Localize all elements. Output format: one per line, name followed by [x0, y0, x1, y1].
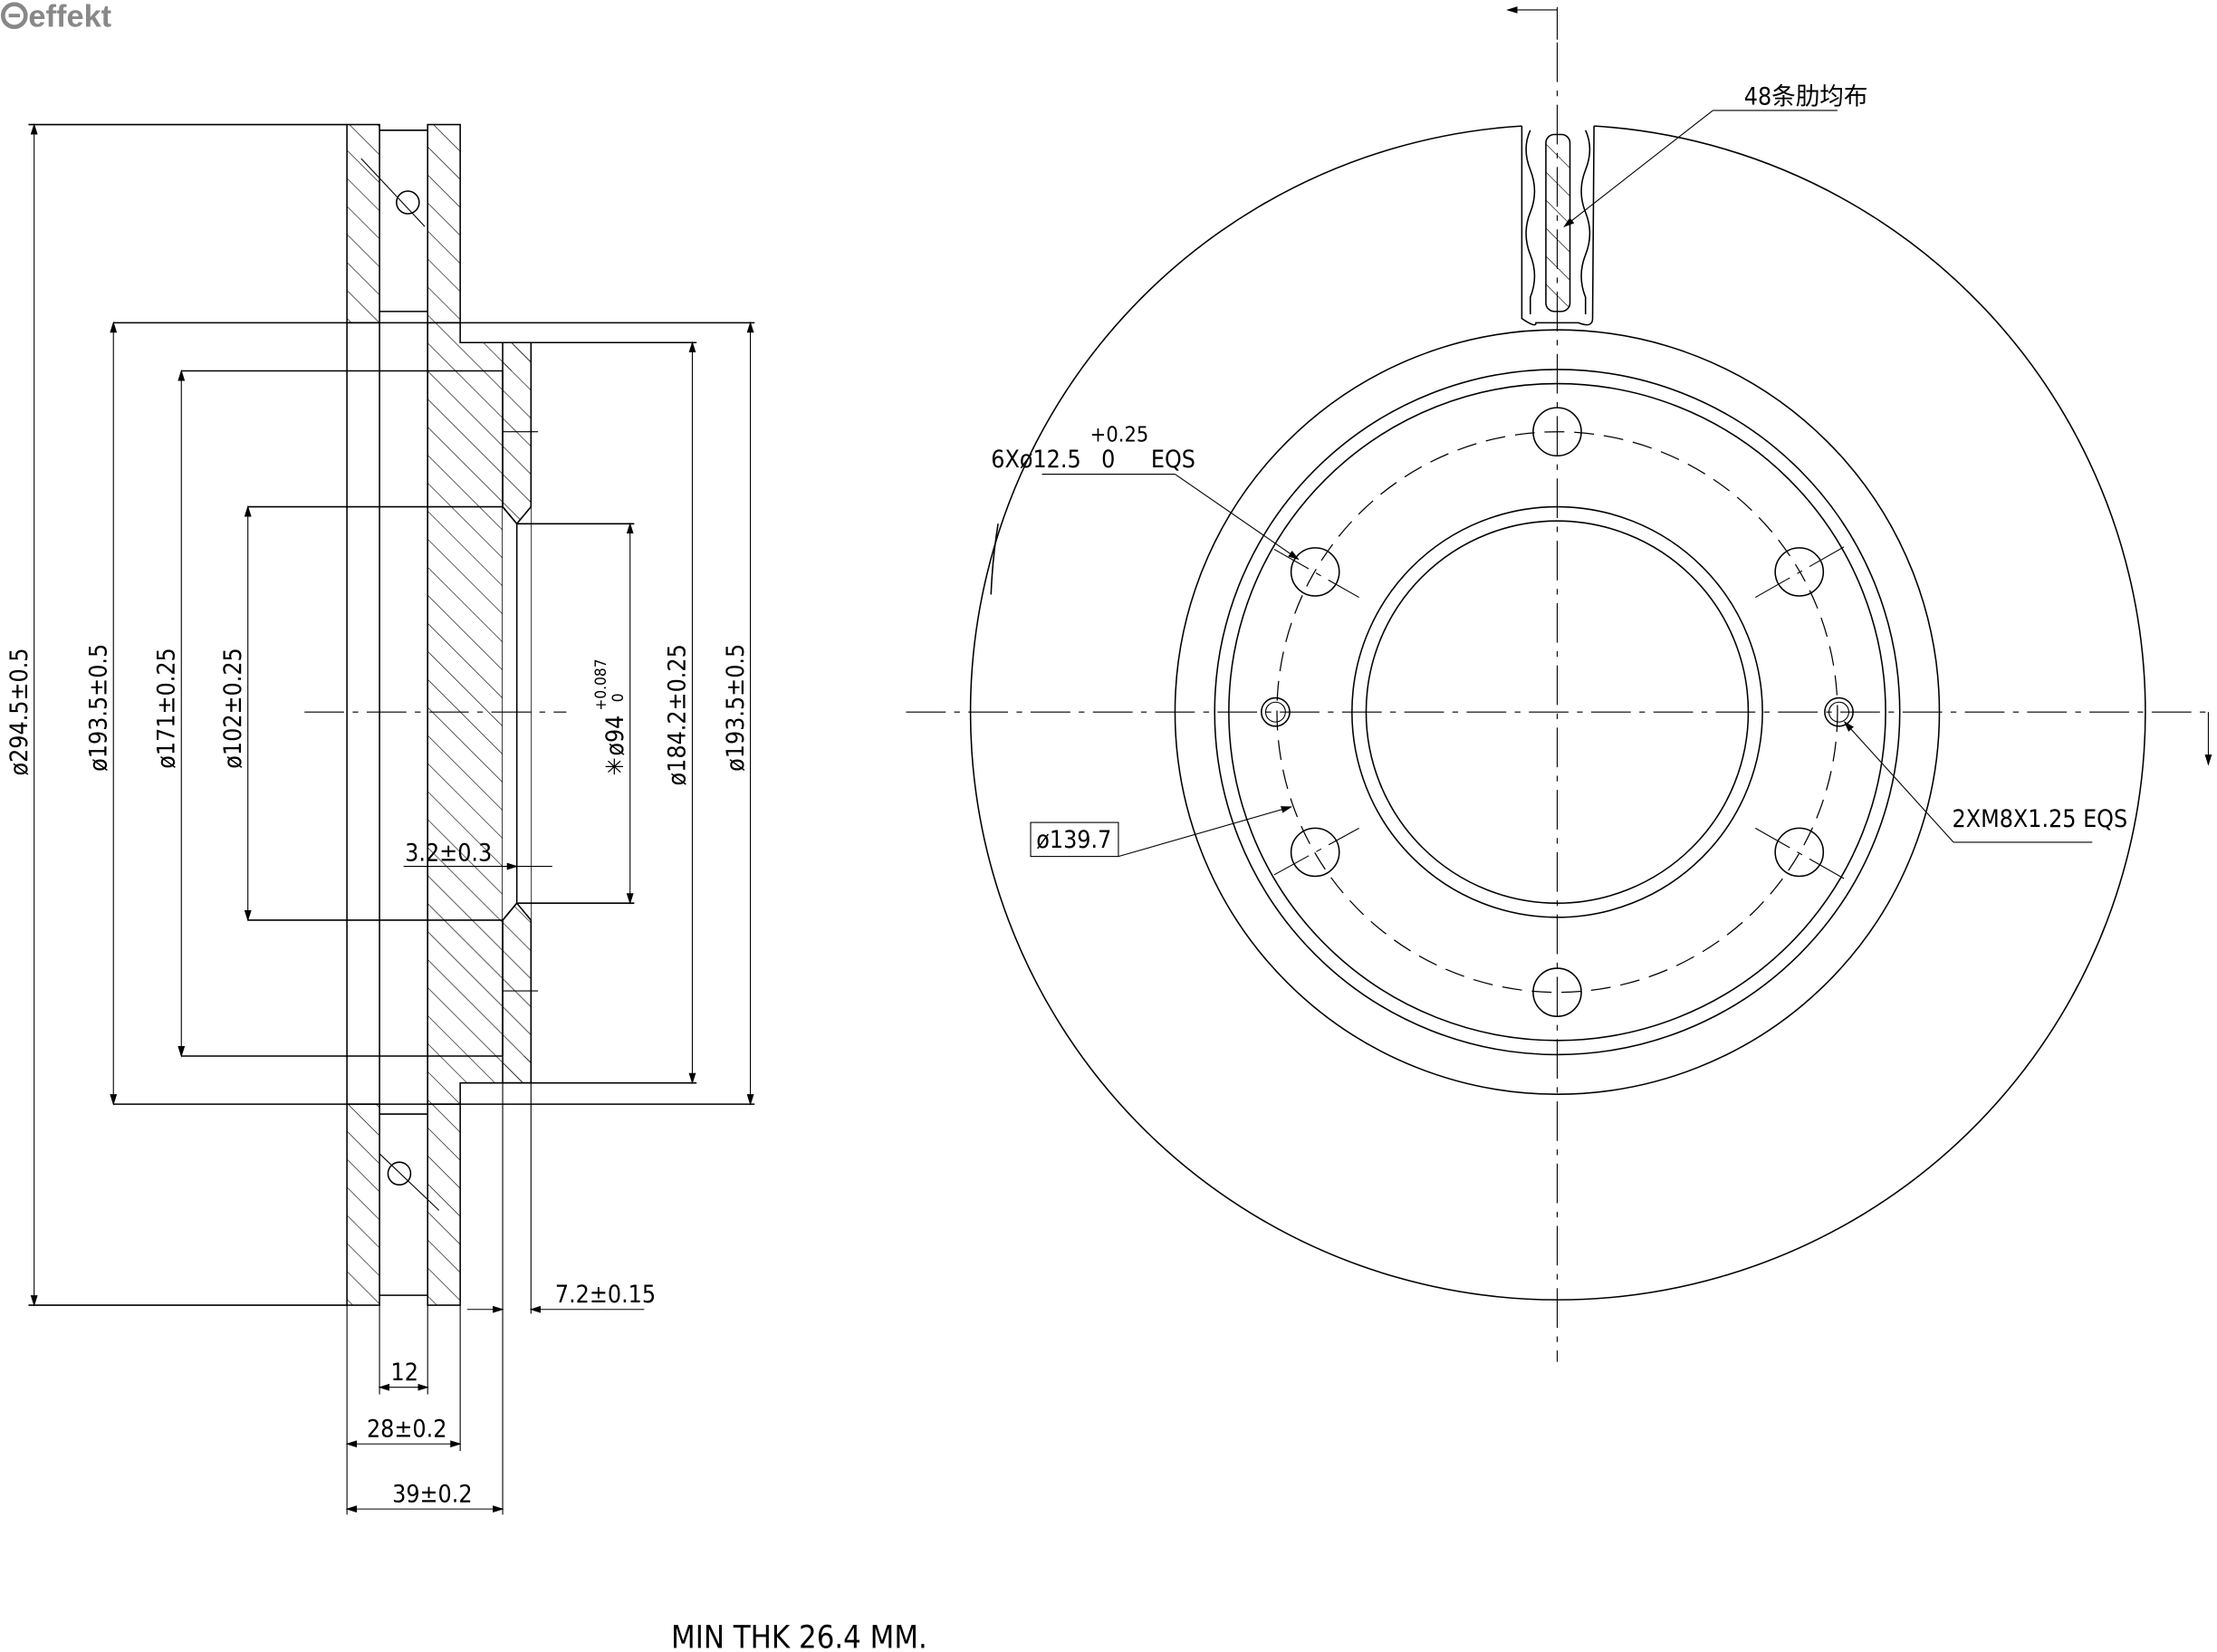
- lower-inner-plate: [346, 1103, 380, 1306]
- dim-disc-thickness: 28±0.2: [367, 1415, 446, 1443]
- dim-hat-thickness: 7.2±0.15: [555, 1281, 656, 1309]
- min-thickness-note: MIN THK 26.4 MM.: [671, 1619, 927, 1652]
- upper-inner-plate: [346, 123, 380, 324]
- svg-text:+0.087: +0.087: [592, 658, 610, 710]
- svg-text:✳: ✳: [601, 757, 629, 775]
- threaded-holes-note: 2XM8X1.25 EQS: [1953, 805, 2128, 833]
- section-view: ø294.5±0.5 ø193.5±0.5 ø171±0.25 ø102±0.2…: [5, 122, 755, 1515]
- dim-102-diameter: ø102±0.25: [219, 648, 247, 768]
- svg-text:EQS: EQS: [1151, 446, 1195, 474]
- dim-hat-diameter-left: ø193.5±0.5: [84, 644, 112, 772]
- dim-hat-diameter-right: ø193.5±0.5: [722, 644, 750, 772]
- dim-94-diameter: ✳ ø94 +0.087 0: [592, 658, 629, 775]
- svg-text:0: 0: [1101, 446, 1115, 474]
- svg-text:+0.25: +0.25: [1090, 422, 1149, 447]
- dim-171-diameter: ø171±0.25: [152, 648, 180, 768]
- dim-vane-gap: 12: [391, 1359, 418, 1387]
- dim-184-diameter: ø184.2±0.25: [664, 644, 692, 785]
- dim-total-height: 39±0.2: [392, 1480, 472, 1508]
- effekt-logo: effekt: [0, 0, 112, 34]
- svg-text:6Xø12.5: 6Xø12.5: [991, 446, 1080, 474]
- pcd-label: ø139.7: [1036, 826, 1111, 854]
- bolt-hole-note: 6Xø12.5 +0.25 0 EQS: [991, 422, 1195, 474]
- lower-outer-plate: [427, 1103, 461, 1306]
- outer-edge: [969, 125, 2146, 1301]
- svg-text:0: 0: [609, 693, 628, 702]
- front-view: 48条肋均布 6Xø12.5 +0.25 0 EQS ø139.7 2XM8X1…: [906, 6, 2212, 1362]
- dim-outer-diameter: ø294.5±0.5: [5, 648, 34, 775]
- dim-hub-thickness: 3.2±0.3: [405, 839, 492, 867]
- svg-text:ø94: ø94: [601, 716, 629, 756]
- svg-text:effekt: effekt: [28, 0, 111, 34]
- upper-outer-plate: [427, 123, 461, 324]
- ribs-note: 48条肋均布: [1744, 83, 1868, 111]
